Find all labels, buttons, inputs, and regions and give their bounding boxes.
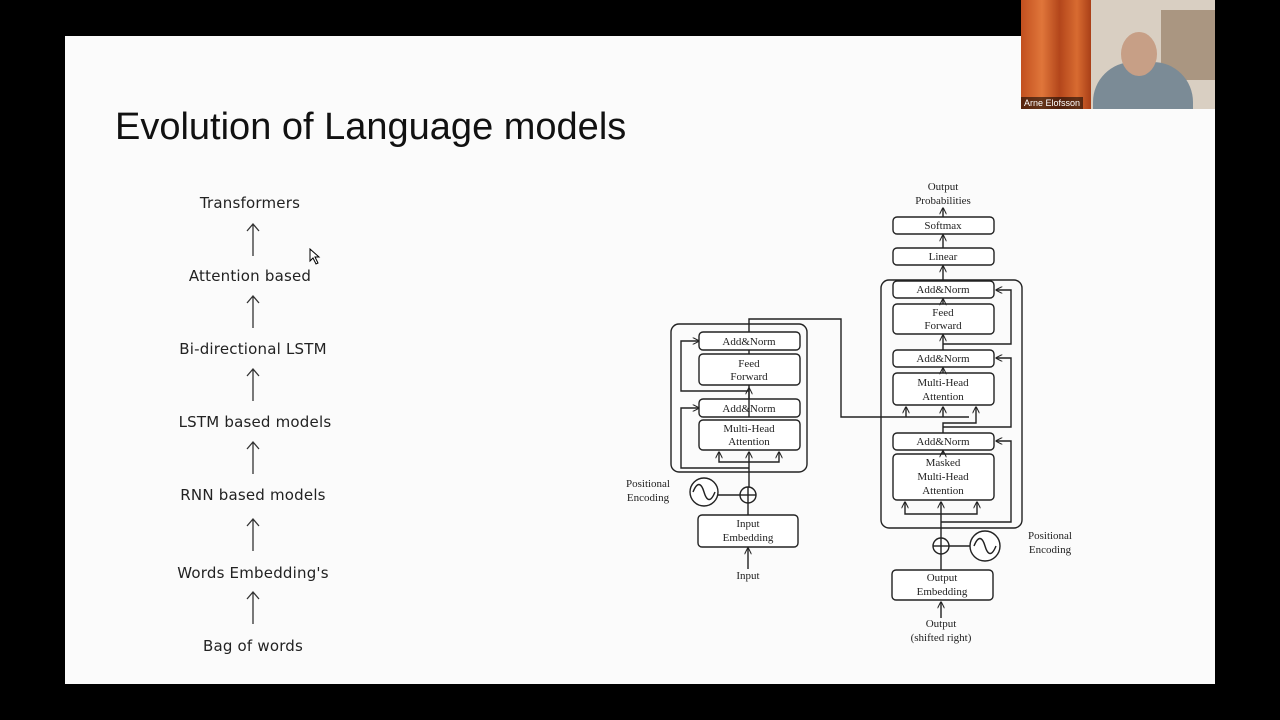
- softmax-label: Softmax: [924, 220, 962, 232]
- slide-title: Evolution of Language models: [115, 106, 627, 148]
- decoder-pe-label-1: Positional: [1028, 530, 1072, 542]
- evolution-item-bilstm: Bi-directional LSTM: [179, 340, 327, 358]
- linear-box: [892, 247, 995, 266]
- enc-residual-bottom: [680, 408, 749, 469]
- evolution-item-bag-of-words: Bag of words: [202, 637, 304, 655]
- encoder-attention-label-1: Multi-Head: [723, 423, 775, 435]
- decoder-ff-label-2: Forward: [924, 320, 962, 332]
- up-arrow-icon: [246, 223, 260, 256]
- input-label: Input: [736, 570, 759, 582]
- participant-name-label: Arne Elofsson: [1021, 97, 1084, 109]
- output-probabilities-label-2: Probabilities: [915, 195, 971, 207]
- masked-attention-label-1: Masked: [926, 457, 961, 469]
- output-label-1: Output: [926, 618, 957, 630]
- output-embedding-label-2: Embedding: [917, 586, 968, 598]
- encoder-decoder-connection: [748, 318, 969, 418]
- decoder-positional-encoding-icon: [969, 530, 1001, 562]
- decoder-addnorm-2-box: [892, 349, 995, 368]
- video-background-curtain: [1021, 0, 1091, 109]
- participant-video-thumbnail[interactable]: Arne Elofsson: [1021, 0, 1215, 109]
- up-arrow-icon: [246, 368, 260, 401]
- decoder-attention-label-1: Multi-Head: [917, 377, 969, 389]
- encoder-addnorm-top-box: [698, 331, 801, 351]
- input-embedding-label-2: Embedding: [723, 532, 774, 544]
- decoder-addnorm-3-label: Add&Norm: [916, 436, 970, 448]
- decoder-addnorm-1-label: Add&Norm: [916, 284, 970, 296]
- evolution-item-attention: Attention based: [188, 267, 312, 285]
- input-embedding-label-1: Input: [736, 518, 759, 530]
- evolution-item-rnn: RNN based models: [180, 486, 326, 504]
- encoder-addnorm-bottom-label: Add&Norm: [722, 403, 776, 415]
- output-probabilities-label-1: Output: [928, 181, 959, 193]
- decoder-addnorm-2-label: Add&Norm: [916, 353, 970, 365]
- evolution-item-lstm: LSTM based models: [178, 413, 332, 431]
- evolution-item-word-embedding: Words Embedding's: [177, 564, 329, 582]
- decoder-pe-label-2: Encoding: [1029, 544, 1072, 556]
- presentation-slide: Evolution of Language models Transformer…: [65, 36, 1215, 684]
- decoder-masked-attention-box: [892, 453, 995, 501]
- decoder-plus-icon: [932, 537, 950, 555]
- up-arrow-icon: [246, 518, 260, 551]
- linear-label: Linear: [929, 251, 958, 263]
- up-arrow-icon: [246, 441, 260, 474]
- encoder-pe-label-1: Positional: [626, 478, 670, 490]
- decoder-ff-label-1: Feed: [932, 307, 954, 319]
- up-arrow-icon: [246, 591, 260, 624]
- encoder-attention-box: [698, 419, 801, 451]
- mouse-cursor-icon: [309, 248, 321, 265]
- masked-attention-label-2: Multi-Head: [917, 471, 969, 483]
- softmax-box: [892, 216, 995, 235]
- masked-attention-label-3: Attention: [922, 485, 964, 497]
- output-embedding-box: [891, 569, 994, 601]
- output-label-2: (shifted right): [911, 632, 972, 644]
- encoder-frame: [670, 323, 808, 473]
- decoder-attention-label-2: Attention: [922, 391, 964, 403]
- decoder-addnorm-3-box: [892, 432, 995, 451]
- decoder-addnorm-1-box: [892, 280, 995, 299]
- encoder-positional-encoding-icon: [689, 477, 719, 507]
- decoder-frame: [880, 279, 1023, 529]
- up-arrow-icon: [246, 295, 260, 328]
- encoder-addnorm-top-label: Add&Norm: [722, 336, 776, 348]
- encoder-addnorm-bottom-box: [698, 398, 801, 418]
- encoder-plus-icon: [739, 486, 757, 504]
- decoder-attention-box: [892, 372, 995, 406]
- encoder-ff-label-2: Forward: [730, 371, 768, 383]
- output-embedding-label-1: Output: [927, 572, 958, 584]
- input-embedding-box: [697, 514, 799, 548]
- encoder-ff-label-1: Feed: [738, 358, 760, 370]
- evolution-item-transformers: Transformers: [199, 194, 301, 212]
- encoder-feed-forward-box: [698, 353, 801, 386]
- encoder-pe-label-2: Encoding: [627, 492, 670, 504]
- encoder-attention-label-2: Attention: [728, 436, 770, 448]
- decoder-feed-forward-box: [892, 303, 995, 335]
- enc-residual-top: [680, 341, 749, 392]
- participant-head: [1121, 32, 1157, 76]
